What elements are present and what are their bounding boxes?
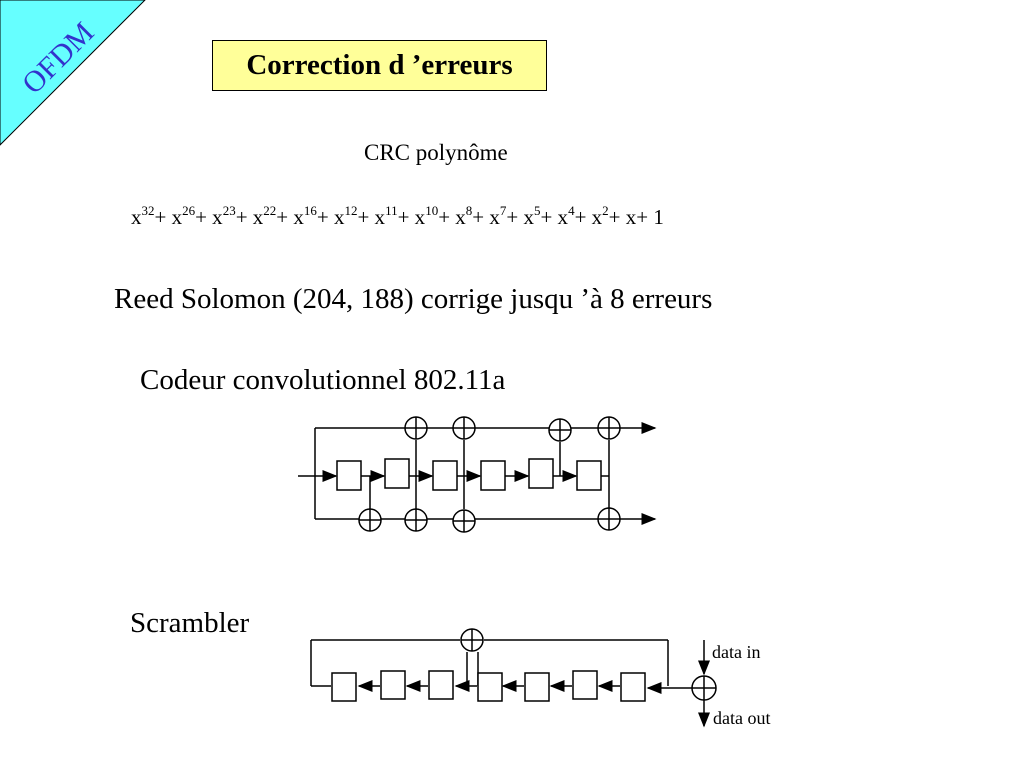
- poly-term-base: + x: [472, 205, 500, 229]
- poly-term-exponent: 16: [303, 203, 317, 218]
- convolutional-label: Codeur convolutionnel 802.11a: [140, 364, 506, 396]
- scrambler-label: Scrambler: [130, 607, 250, 639]
- crc-polynomial: x32+ x26+ x23+ x22+ x16+ x12+ x11+ x10+ …: [131, 203, 664, 230]
- scrambler-register: [380, 670, 406, 700]
- poly-term-base: + x: [276, 205, 304, 229]
- conv-register: [432, 460, 458, 491]
- xor-adder-icon: [691, 675, 717, 701]
- xor-adder-icon: [452, 509, 476, 533]
- poly-term-exponent: 2: [602, 203, 609, 218]
- reed-solomon-text: Reed Solomon (204, 188) corrige jusqu ’à…: [114, 283, 713, 315]
- scrambler-register: [620, 672, 646, 702]
- crc-label: CRC polynôme: [364, 140, 508, 165]
- poly-term-base: + x: [397, 205, 426, 229]
- poly-term-exponent: 4: [568, 203, 575, 218]
- poly-term-exponent: 11: [385, 203, 398, 218]
- scrambler-register: [477, 672, 503, 702]
- slide-title-text: Correction d ’erreurs: [246, 49, 513, 81]
- slide-title: Correction d ’erreurs: [212, 40, 547, 91]
- poly-term-base: + x: [316, 205, 345, 229]
- xor-adder-icon: [404, 508, 428, 532]
- poly-term-base: + x: [154, 205, 183, 229]
- data-out-label: data out: [713, 708, 771, 728]
- poly-term-exponent: 7: [499, 203, 507, 218]
- poly-term-exponent: 5: [533, 203, 541, 218]
- xor-adder-icon: [404, 416, 428, 440]
- poly-term-exponent: 22: [263, 203, 277, 218]
- poly-term-exponent: 10: [425, 203, 439, 218]
- conv-register: [336, 460, 362, 491]
- scrambler-register: [428, 670, 454, 700]
- poly-term-exponent: 8: [465, 203, 473, 218]
- xor-adder-icon: [597, 507, 621, 531]
- scrambler-register: [524, 672, 550, 702]
- poly-term-base: + x+ 1: [608, 205, 664, 229]
- xor-adder-icon: [452, 416, 476, 440]
- poly-term-base: + x: [195, 205, 223, 229]
- scrambler-register: [331, 672, 357, 702]
- conv-register: [480, 460, 506, 491]
- poly-term-base: + x: [506, 205, 534, 229]
- poly-term-exponent: 12: [344, 203, 358, 218]
- poly-term-base: + x: [438, 205, 466, 229]
- poly-term-exponent: 26: [182, 203, 196, 218]
- poly-term-base: + x: [540, 205, 569, 229]
- poly-term-exponent: 23: [222, 203, 236, 218]
- xor-adder-icon: [597, 416, 621, 440]
- conv-register: [576, 460, 602, 491]
- poly-term-exponent: 32: [141, 203, 155, 218]
- poly-term-base: x: [131, 205, 142, 229]
- scrambler-register: [572, 670, 598, 700]
- xor-adder-icon: [548, 418, 572, 442]
- poly-term-base: + x: [357, 205, 386, 229]
- xor-adder-icon: [460, 628, 484, 652]
- poly-term-base: + x: [235, 205, 264, 229]
- poly-term-base: + x: [574, 205, 603, 229]
- conv-register: [384, 458, 410, 489]
- conv-register: [528, 458, 554, 489]
- xor-adder-icon: [358, 508, 382, 532]
- data-in-label: data in: [712, 642, 761, 662]
